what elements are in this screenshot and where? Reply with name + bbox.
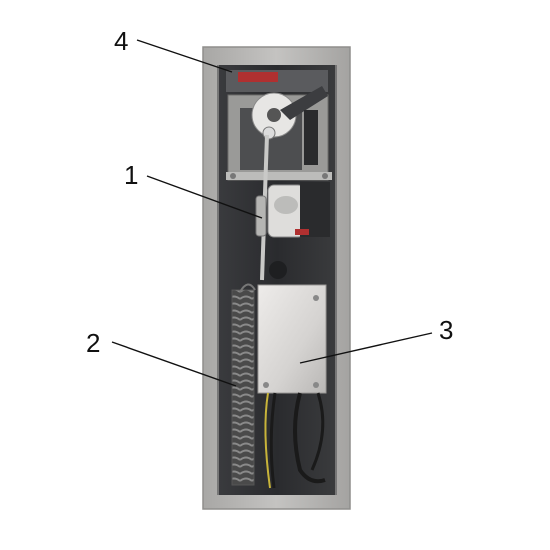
tension-rod <box>255 134 269 281</box>
callout-3: 3 <box>439 315 453 345</box>
callout-2: 2 <box>86 328 100 358</box>
callout-4-leader <box>136 39 233 73</box>
callout-4: 4 <box>114 26 128 56</box>
callout-2-leader <box>111 341 237 387</box>
motor <box>267 182 330 279</box>
cable-bundle <box>264 392 326 489</box>
callout-1: 1 <box>124 160 138 190</box>
control-box <box>257 284 327 394</box>
lever-mechanism <box>226 70 332 181</box>
spring <box>231 283 256 486</box>
callout-1-leader <box>146 175 263 219</box>
callout-3-leader <box>299 332 433 364</box>
